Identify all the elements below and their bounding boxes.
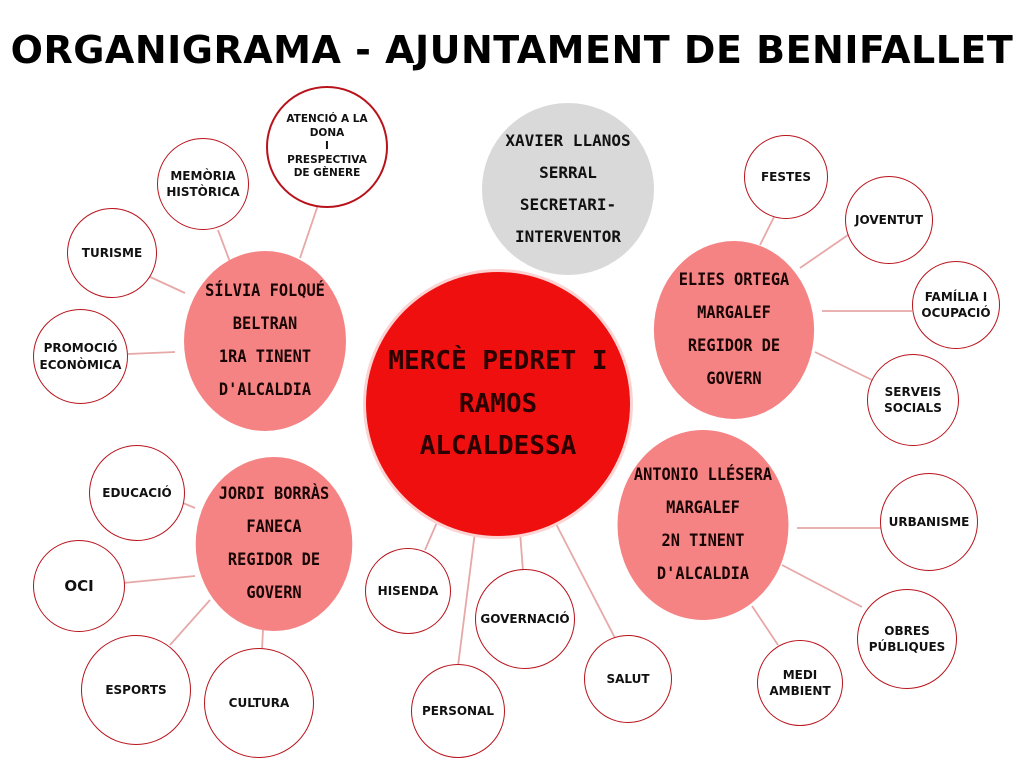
area-node-cultura: CULTURA	[204, 648, 314, 758]
area-node-salut: SALUT	[584, 635, 672, 723]
area-label-educacio: EDUCACIÓ	[102, 485, 172, 500]
connector-jordi-cultura	[261, 629, 264, 651]
area-label-oci: OCI	[64, 576, 94, 595]
area-label-turisme: TURISME	[81, 245, 143, 260]
area-label-hisenda: HISENDA	[377, 583, 439, 598]
area-node-esports: ESPORTS	[81, 635, 191, 745]
area-label-salut: SALUT	[606, 671, 650, 686]
area-node-joventut: JOVENTUT	[845, 176, 933, 264]
area-node-governacio: GOVERNACIÓ	[475, 569, 575, 669]
connector-antonio-medi	[751, 605, 779, 646]
area-node-educacio: EDUCACIÓ	[89, 445, 185, 541]
area-label-memoria: MEMÒRIA HISTÒRICA	[166, 168, 240, 199]
area-node-personal: PERSONAL	[411, 664, 505, 758]
area-node-serveis: SERVEIS SOCIALS	[867, 354, 959, 446]
area-label-promocio: PROMOCIÓ ECONÒMICA	[39, 341, 122, 372]
page-title: ORGANIGRAMA - AJUNTAMENT DE BENIFALLET	[10, 28, 1014, 72]
area-label-obres: OBRES PÚBLIQUES	[868, 623, 946, 654]
connector-silvia-promocio	[127, 351, 176, 355]
mayor-node: MERCÈ PEDRET I RAMOS ALCALDESSA	[366, 272, 630, 536]
area-label-urbanisme: URBANISME	[888, 514, 970, 529]
connector-mayor-governacio	[519, 531, 524, 572]
area-node-atencio: ATENCIÓ A LA DONA I PRESPECTIVA DE GÈNER…	[266, 86, 388, 208]
leader-node-jordi: JORDI BORRÀS FANECA REGIDOR DE GOVERN	[195, 457, 353, 631]
leader-label-elies: ELIES ORTEGA MARGALEF REGIDOR DE GOVERN	[678, 269, 790, 390]
secretary-node: XAVIER LLANOS SERRAL SECRETARI- INTERVEN…	[482, 103, 654, 275]
area-node-medi: MEDI AMBIENT	[757, 640, 843, 726]
area-label-esports: ESPORTS	[105, 682, 167, 697]
area-node-festes: FESTES	[744, 135, 828, 219]
leader-label-antonio: ANTONIO LLÉSERA MARGALEF 2N TINENT D'ALC…	[633, 464, 773, 585]
area-node-memoria: MEMÒRIA HISTÒRICA	[157, 138, 249, 230]
area-node-hisenda: HISENDA	[365, 548, 451, 634]
area-label-festes: FESTES	[760, 169, 812, 184]
connector-silvia-memoria	[217, 229, 231, 263]
area-node-urbanisme: URBANISME	[880, 473, 978, 571]
area-node-obres: OBRES PÚBLIQUES	[857, 589, 957, 689]
area-node-promocio: PROMOCIÓ ECONÒMICA	[33, 309, 128, 404]
leader-node-silvia: SÍLVIA FOLQUÉ BELTRAN 1RA TINENT D'ALCAL…	[184, 251, 346, 431]
leader-label-jordi: JORDI BORRÀS FANECA REGIDOR DE GOVERN	[218, 483, 330, 604]
connector-jordi-esports	[169, 599, 211, 646]
connector-elies-festes	[759, 214, 776, 246]
connector-elies-joventut	[799, 234, 849, 269]
mayor-label: MERCÈ PEDRET I RAMOS ALCALDESSA	[388, 345, 608, 462]
connector-antonio-obres	[781, 564, 863, 608]
area-label-governacio: GOVERNACIÓ	[480, 611, 570, 626]
connector-mayor-salut	[554, 521, 616, 639]
leader-label-silvia: SÍLVIA FOLQUÉ BELTRAN 1RA TINENT D'ALCAL…	[205, 280, 325, 401]
area-node-oci: OCI	[33, 540, 125, 632]
leader-node-antonio: ANTONIO LLÉSERA MARGALEF 2N TINENT D'ALC…	[617, 430, 789, 620]
leader-node-elies: ELIES ORTEGA MARGALEF REGIDOR DE GOVERN	[653, 241, 815, 419]
area-label-medi: MEDI AMBIENT	[769, 667, 831, 698]
connector-mayor-personal	[457, 531, 476, 667]
connector-silvia-turisme	[147, 275, 186, 294]
connector-jordi-educacio	[182, 502, 196, 509]
secretary-label: XAVIER LLANOS SERRAL SECRETARI- INTERVEN…	[505, 131, 631, 246]
area-node-familia: FAMÍLIA I OCUPACIÓ	[912, 261, 1000, 349]
area-label-personal: PERSONAL	[421, 703, 495, 718]
connector-silvia-atencio	[299, 204, 319, 259]
area-label-atencio: ATENCIÓ A LA DONA I PRESPECTIVA DE GÈNER…	[286, 112, 368, 180]
area-label-joventut: JOVENTUT	[855, 212, 923, 227]
connector-elies-serveis	[814, 351, 873, 381]
area-node-turisme: TURISME	[67, 208, 157, 298]
area-label-cultura: CULTURA	[228, 695, 290, 710]
area-label-familia: FAMÍLIA I OCUPACIÓ	[921, 289, 991, 320]
connector-jordi-oci	[122, 575, 196, 584]
area-label-serveis: SERVEIS SOCIALS	[884, 384, 942, 415]
connector-mayor-hisenda	[424, 519, 439, 551]
